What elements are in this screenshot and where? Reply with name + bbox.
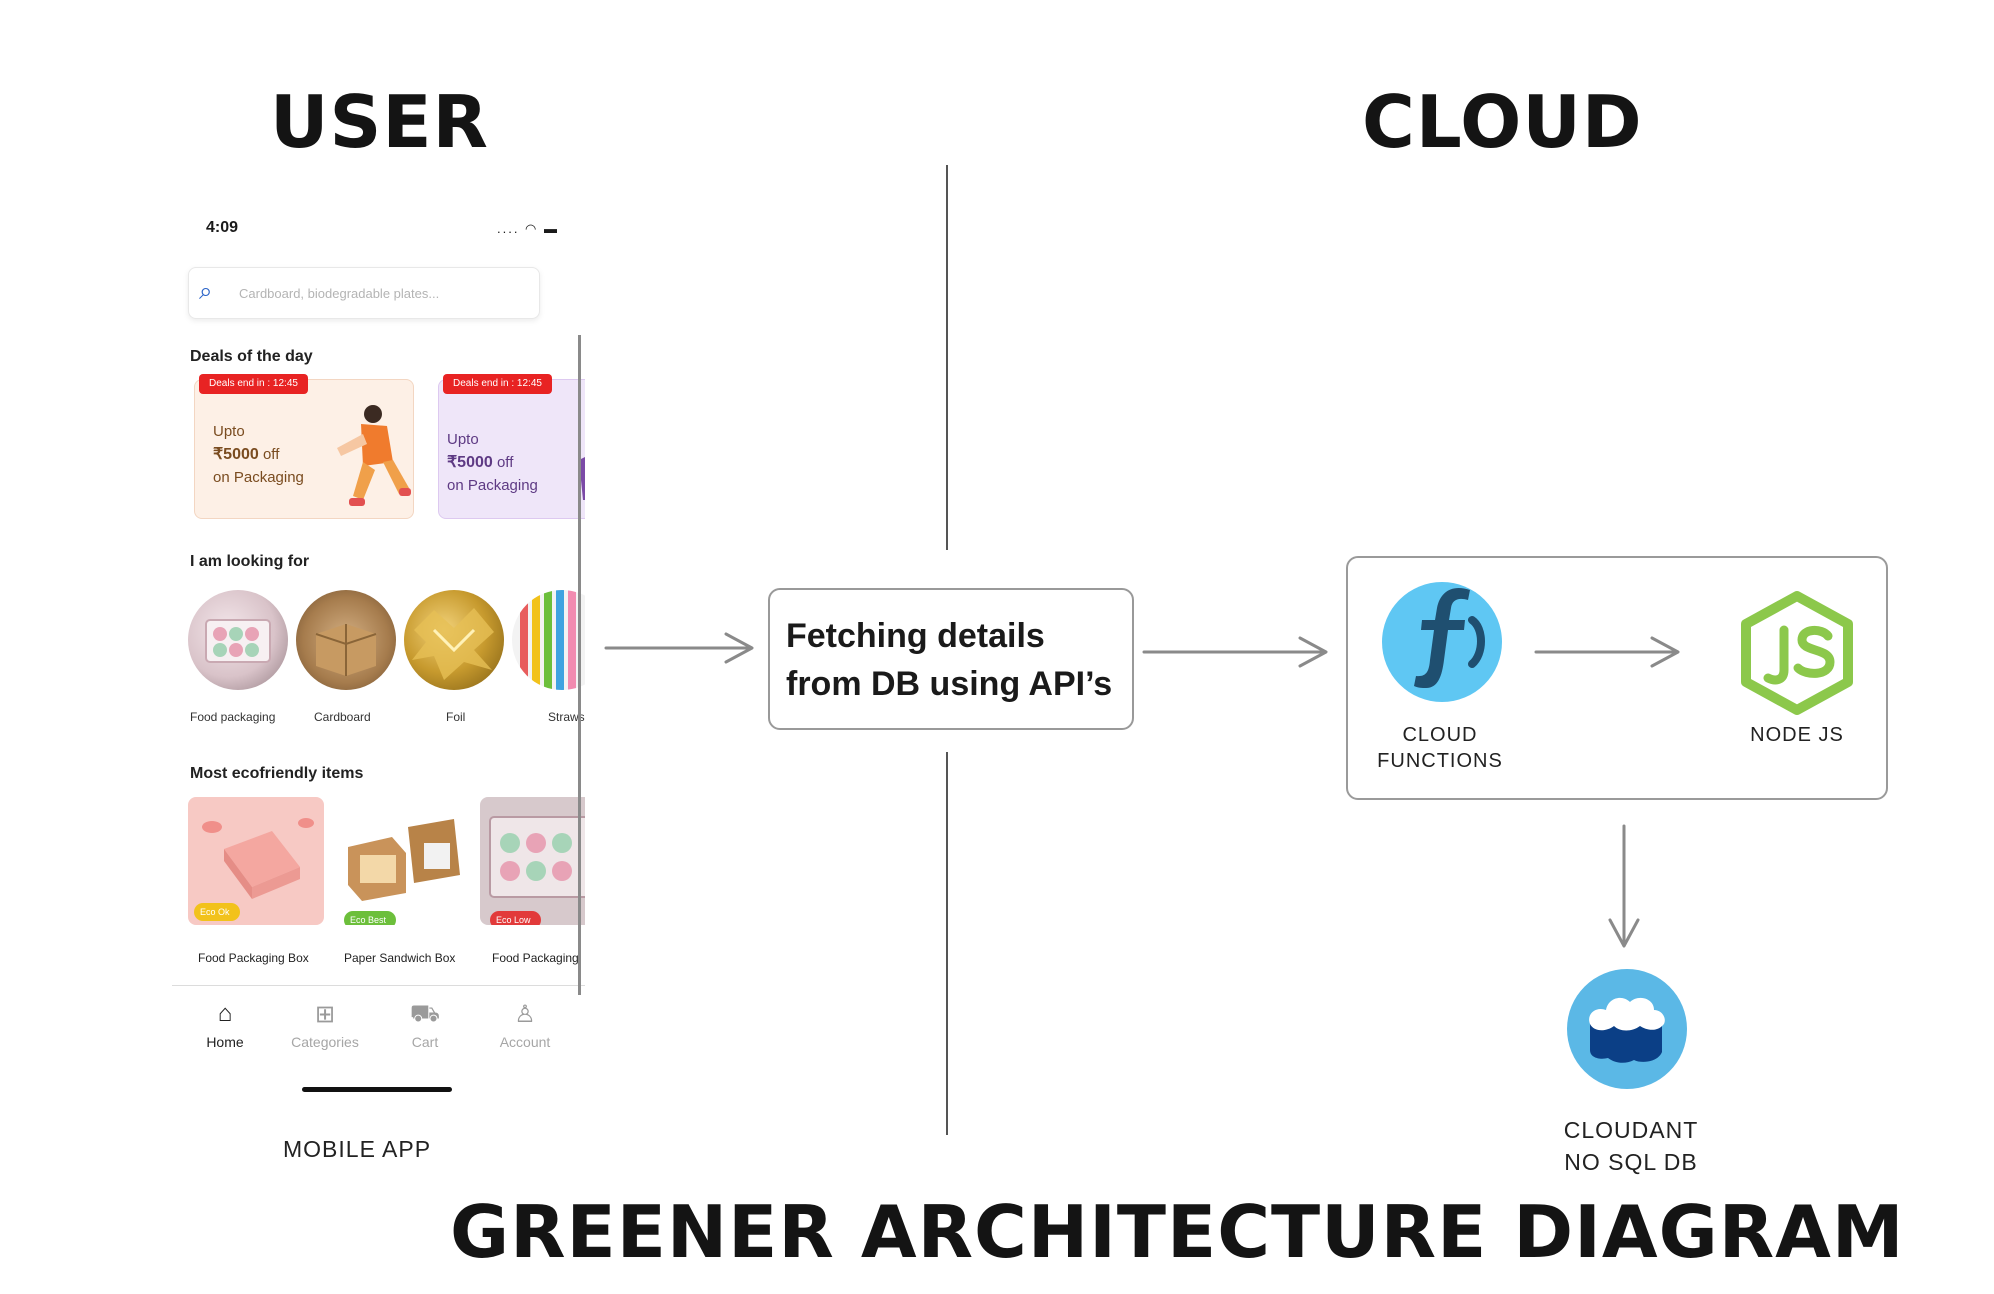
deal-illustration [337, 405, 411, 506]
eco-badge: Eco Ok [194, 903, 240, 921]
api-fetch-text: Fetching details from DB using API’s [786, 617, 1113, 703]
search-icon: ⌕ [199, 278, 213, 305]
deal-text: Upto ₹5000 off on Packaging [213, 420, 304, 489]
cloud-services-box: CLOUD FUNCTIONS NODE JS [1346, 556, 1888, 800]
tab-label: Categories [291, 1034, 359, 1050]
user-heading: USER [270, 80, 489, 164]
category-image [412, 608, 494, 680]
deals-title: Deals of the day [190, 348, 313, 365]
category-straws[interactable] [512, 590, 585, 690]
cloud-functions-label-line1: CLOUD [1402, 724, 1478, 746]
tab-label: Home [206, 1034, 244, 1050]
arrow-app-to-fetch [604, 632, 754, 664]
product-image [489, 816, 585, 898]
status-time: 4:09 [206, 219, 239, 236]
deal-line1: Upto [213, 423, 245, 440]
cloudant-label: CLOUDANT NO SQL DB [1548, 1114, 1714, 1178]
tab-label: Cart [411, 1034, 439, 1050]
nodejs-icon [1741, 591, 1853, 715]
eco-badge: Eco Low [490, 911, 541, 925]
cloudant-label-line2: NO SQL DB [1564, 1149, 1698, 1175]
deal-amount: ₹5000 [213, 446, 259, 463]
tab-categories[interactable]: ⊞ Categories [275, 1000, 375, 1050]
diagram-title: GREENER ARCHITECTURE DIAGRAM [450, 1190, 1905, 1274]
tab-home[interactable]: ⌂ Home [175, 1000, 275, 1050]
nodejs-label: NODE JS [1750, 724, 1844, 746]
product-card[interactable]: Eco Best [334, 797, 470, 925]
deal-illustration [579, 457, 585, 500]
person-icon: ♙ [514, 1001, 536, 1028]
category-image [512, 590, 585, 690]
product-image [202, 818, 314, 899]
deal-card[interactable]: Deals end in : 12:45 Upto ₹5000 off on P… [438, 374, 585, 519]
cloud-functions-label: CLOUD FUNCTIONS [1370, 722, 1510, 774]
arrow-cloud-to-db [1608, 824, 1640, 948]
deal-card[interactable]: Deals end in : 12:45 Upto ₹5000 off on P… [194, 374, 414, 519]
mobile-app-screenshot: 4:09 .... ◠ ▬ ⌕ Cardboard, biodegradable… [172, 205, 585, 1105]
search-placeholder: Cardboard, biodegradable plates... [239, 286, 440, 301]
phone-edge [578, 335, 581, 995]
tabbar-divider [172, 985, 585, 986]
cloudant-label-line1: CLOUDANT [1563, 1117, 1699, 1143]
tab-cart[interactable]: ⛟ Cart [375, 1000, 475, 1050]
looking-for-title: I am looking for [190, 553, 310, 570]
category-image [315, 624, 377, 676]
deal-line1: Upto [447, 431, 479, 448]
divider-top [946, 165, 948, 550]
arrow-fetch-to-cloud [1142, 636, 1328, 668]
home-icon: ⌂ [217, 1000, 233, 1027]
category-foil[interactable] [404, 590, 504, 690]
cart-icon: ⛟ [409, 1000, 441, 1027]
deal-off: off [262, 446, 280, 463]
divider-bottom [946, 752, 948, 1135]
product-name: Food Packaging Box [198, 951, 309, 965]
cloud-functions-label-line2: FUNCTIONS [1377, 750, 1503, 772]
category-label: Straws [548, 710, 585, 724]
cloudant-db-icon [1567, 969, 1687, 1089]
ecofriendly-title: Most ecofriendly items [190, 765, 364, 782]
home-indicator [302, 1087, 452, 1092]
category-food-packaging[interactable] [188, 590, 288, 690]
category-label: Cardboard [314, 710, 371, 724]
cloud-functions-icon [1382, 582, 1502, 702]
mobile-app-caption: MOBILE APP [283, 1136, 432, 1162]
product-image [348, 819, 460, 901]
deal-text: Upto ₹5000 off on Packaging [447, 428, 538, 497]
grid-icon: ⊞ [314, 1001, 336, 1028]
category-label: Foil [446, 710, 466, 724]
eco-badge: Eco Best [344, 911, 397, 925]
status-icons: .... ◠ ▬ [497, 221, 560, 236]
product-card[interactable]: Eco Ok [188, 797, 324, 925]
deal-line3: on Packaging [447, 477, 538, 494]
category-label: Food packaging [190, 710, 276, 724]
deal-timer-badge: Deals end in : 12:45 [443, 374, 552, 394]
category-cardboard[interactable] [296, 590, 396, 690]
tab-account[interactable]: ♙ Account [475, 1000, 575, 1050]
deal-timer-badge: Deals end in : 12:45 [199, 374, 308, 394]
tab-label: Account [499, 1034, 551, 1050]
deal-off: off [496, 454, 514, 471]
product-card[interactable]: Eco Low [480, 797, 585, 925]
category-image [205, 619, 271, 663]
product-name: Food Packaging [492, 951, 579, 965]
product-name: Paper Sandwich Box [344, 951, 456, 965]
api-fetch-box: Fetching details from DB using API’s [768, 588, 1134, 730]
cloud-heading: CLOUD [1362, 80, 1643, 164]
deal-line3: on Packaging [213, 469, 304, 486]
deal-amount: ₹5000 [447, 454, 493, 471]
search-input[interactable]: ⌕ Cardboard, biodegradable plates... [188, 267, 540, 319]
